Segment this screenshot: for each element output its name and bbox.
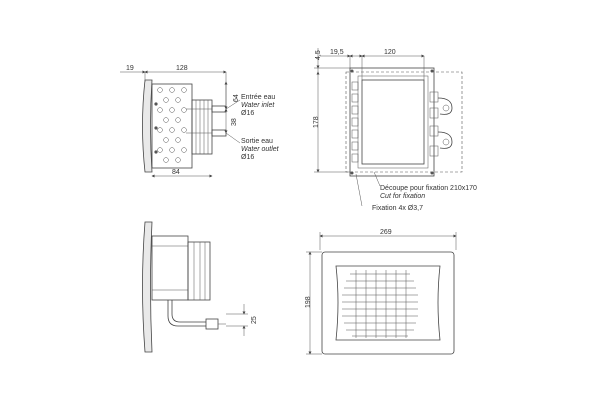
outlet-diameter: Ø16: [241, 154, 254, 161]
grille-frame: [335, 265, 441, 341]
rear-window: [361, 79, 425, 165]
dim-19: 19: [126, 65, 134, 72]
rear-block: [191, 99, 213, 155]
rear-block-bottom: [187, 241, 211, 301]
cut-label-fr: Découpe pour fixation 210x170: [380, 185, 477, 192]
inlet-diameter: Ø16: [241, 110, 254, 117]
side-view: 19 128 64 38 84 Entrée eau Water inlet Ø…: [120, 65, 280, 178]
dim-64: 64: [233, 94, 240, 102]
dim-84: 84: [172, 169, 180, 176]
inlet-label-fr: Entrée eau: [241, 94, 275, 101]
rear-view: 19,5 120 4,5 178 Découpe pour fixation 2…: [313, 48, 477, 212]
inlet-elbow: [437, 97, 453, 115]
dim-25: 25: [251, 316, 258, 324]
dim-128: 128: [176, 65, 188, 72]
unit-body: [151, 83, 193, 169]
front-panel: [142, 79, 153, 173]
front-view: 269 198: [305, 229, 457, 355]
dim-4-5: 4,5: [315, 50, 322, 60]
rear-frame: [349, 67, 435, 177]
front-panel-bottom: [142, 221, 153, 353]
dim-19-5: 19,5: [330, 49, 344, 56]
ventilation-dots: [154, 87, 187, 163]
fixation-label: Fixation 4x Ø3,7: [372, 205, 423, 212]
side-view-bottom: 25: [142, 221, 258, 353]
cable: [167, 300, 206, 327]
dim-38: 38: [231, 118, 238, 126]
connector: [205, 318, 219, 330]
dim-178: 178: [313, 116, 320, 128]
vertical-fins: [355, 270, 407, 338]
cut-label-en: Cut for fixation: [380, 193, 425, 200]
unit-body-bottom: [151, 235, 189, 301]
outlet-pipe: [211, 129, 227, 137]
dim-269: 269: [380, 229, 392, 236]
outlet-elbow: [437, 131, 453, 149]
front-plate: [321, 251, 455, 355]
inlet-label-en: Water inlet: [241, 102, 275, 109]
dim-120: 120: [384, 49, 396, 56]
dim-198: 198: [305, 296, 312, 308]
grille-slots: [342, 273, 418, 337]
cut-outline: [345, 71, 463, 173]
outlet-label-fr: Sortie eau: [241, 138, 273, 145]
inlet-pipe: [211, 105, 227, 113]
outlet-label-en: Water outlet: [241, 146, 280, 153]
left-ribs: [351, 81, 359, 163]
